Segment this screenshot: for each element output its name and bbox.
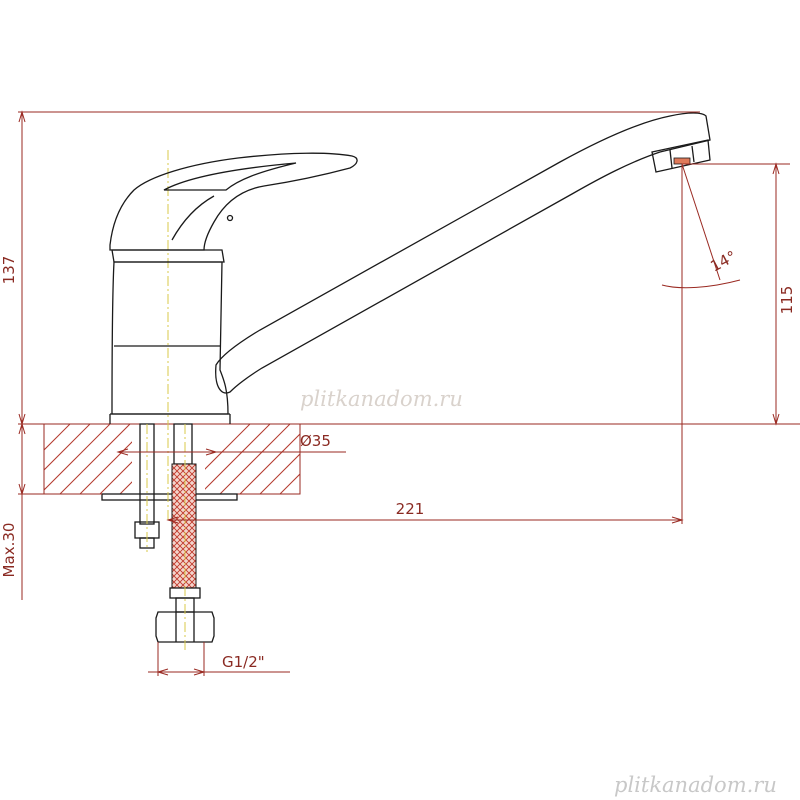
lever-groove	[171, 195, 215, 241]
hatch-left	[44, 424, 132, 494]
dim-thread-label: G1/2"	[222, 653, 265, 671]
watermark-center: plitkanadom.ru	[300, 387, 463, 411]
lever-screw	[226, 214, 234, 222]
hose-nut	[155, 611, 215, 643]
dim-max30-label: Max.30	[0, 523, 18, 578]
dim-221-label: 221	[396, 500, 425, 518]
lever-highlight	[163, 162, 297, 191]
mounting-stud	[134, 423, 160, 552]
main-body	[111, 261, 229, 415]
faucet-body	[109, 152, 358, 424]
dim-angle-label: 14°	[707, 247, 739, 275]
hatch-right	[205, 424, 300, 494]
mounting-plate	[101, 493, 238, 501]
flexible-hose	[155, 423, 215, 650]
watermark-bottom-right: plitkanadom.ru	[614, 773, 777, 797]
lever-handle	[109, 152, 358, 251]
dim-137-label: 137	[0, 256, 18, 285]
spout	[215, 112, 711, 394]
aerator	[651, 139, 711, 173]
cap-ring	[111, 249, 225, 263]
dimension-lines	[18, 110, 790, 676]
dim-115-label: 115	[778, 286, 796, 315]
aerator-mark	[673, 157, 691, 165]
dim-diameter-label: Ø35	[300, 432, 331, 450]
countertop-section	[18, 423, 800, 501]
spout-arm	[215, 112, 711, 394]
